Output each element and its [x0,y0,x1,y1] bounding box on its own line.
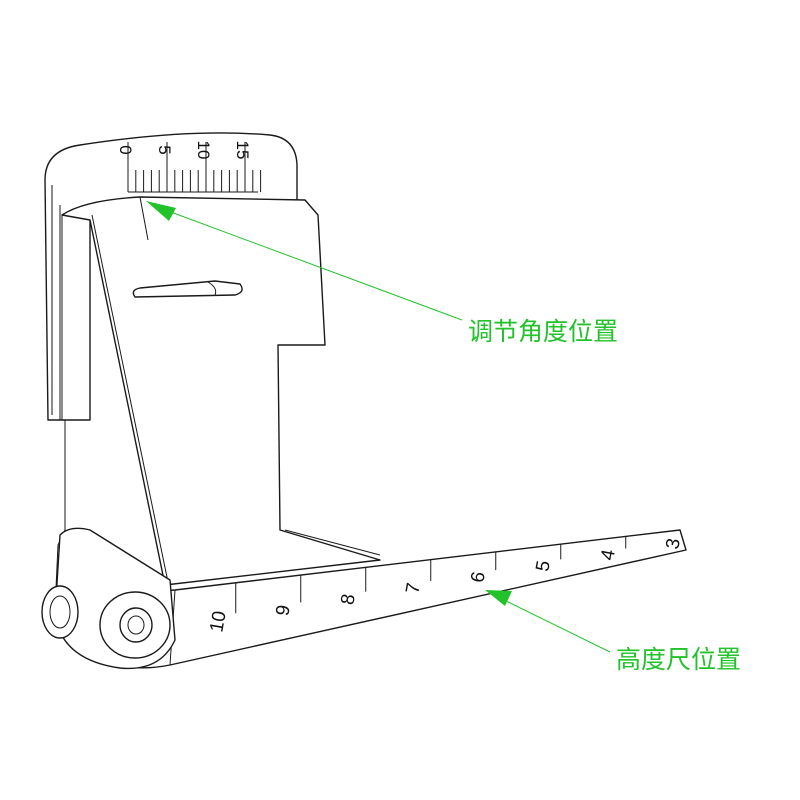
height-ruler-label: 8 [337,592,360,606]
arrow-head-icon [485,590,512,606]
height-ruler-label: 7 [402,581,425,595]
height-ruler-scale: 10 9 8 7 6 5 4 3 [206,536,685,634]
hinge-base [41,527,176,670]
angle-scale-label: 5 [155,145,174,154]
height-ruler-label: 3 [662,537,685,551]
arrow-head-icon [146,201,176,221]
angle-scale: 0 5 10 15 [116,141,262,193]
height-ruler-label: 10 [206,609,230,633]
hinge-hole [119,607,153,643]
callout-angle: 调节角度位置 [146,201,618,346]
front-body [61,196,381,586]
angle-scale-label: 0 [116,145,135,154]
height-ruler-label: 4 [597,548,620,562]
callout-height: 高度尺位置 [485,590,741,674]
height-ruler-label: 9 [272,603,295,617]
callout-height-label: 高度尺位置 [616,645,741,674]
angle-scale-label: 15 [233,141,252,160]
angle-scale-label: 10 [194,141,213,160]
callout-angle-label: 调节角度位置 [468,317,618,346]
side-wheel [41,585,79,639]
height-ruler-label: 6 [467,570,490,584]
adjust-slot [132,280,243,298]
height-ruler-label: 5 [532,559,555,573]
